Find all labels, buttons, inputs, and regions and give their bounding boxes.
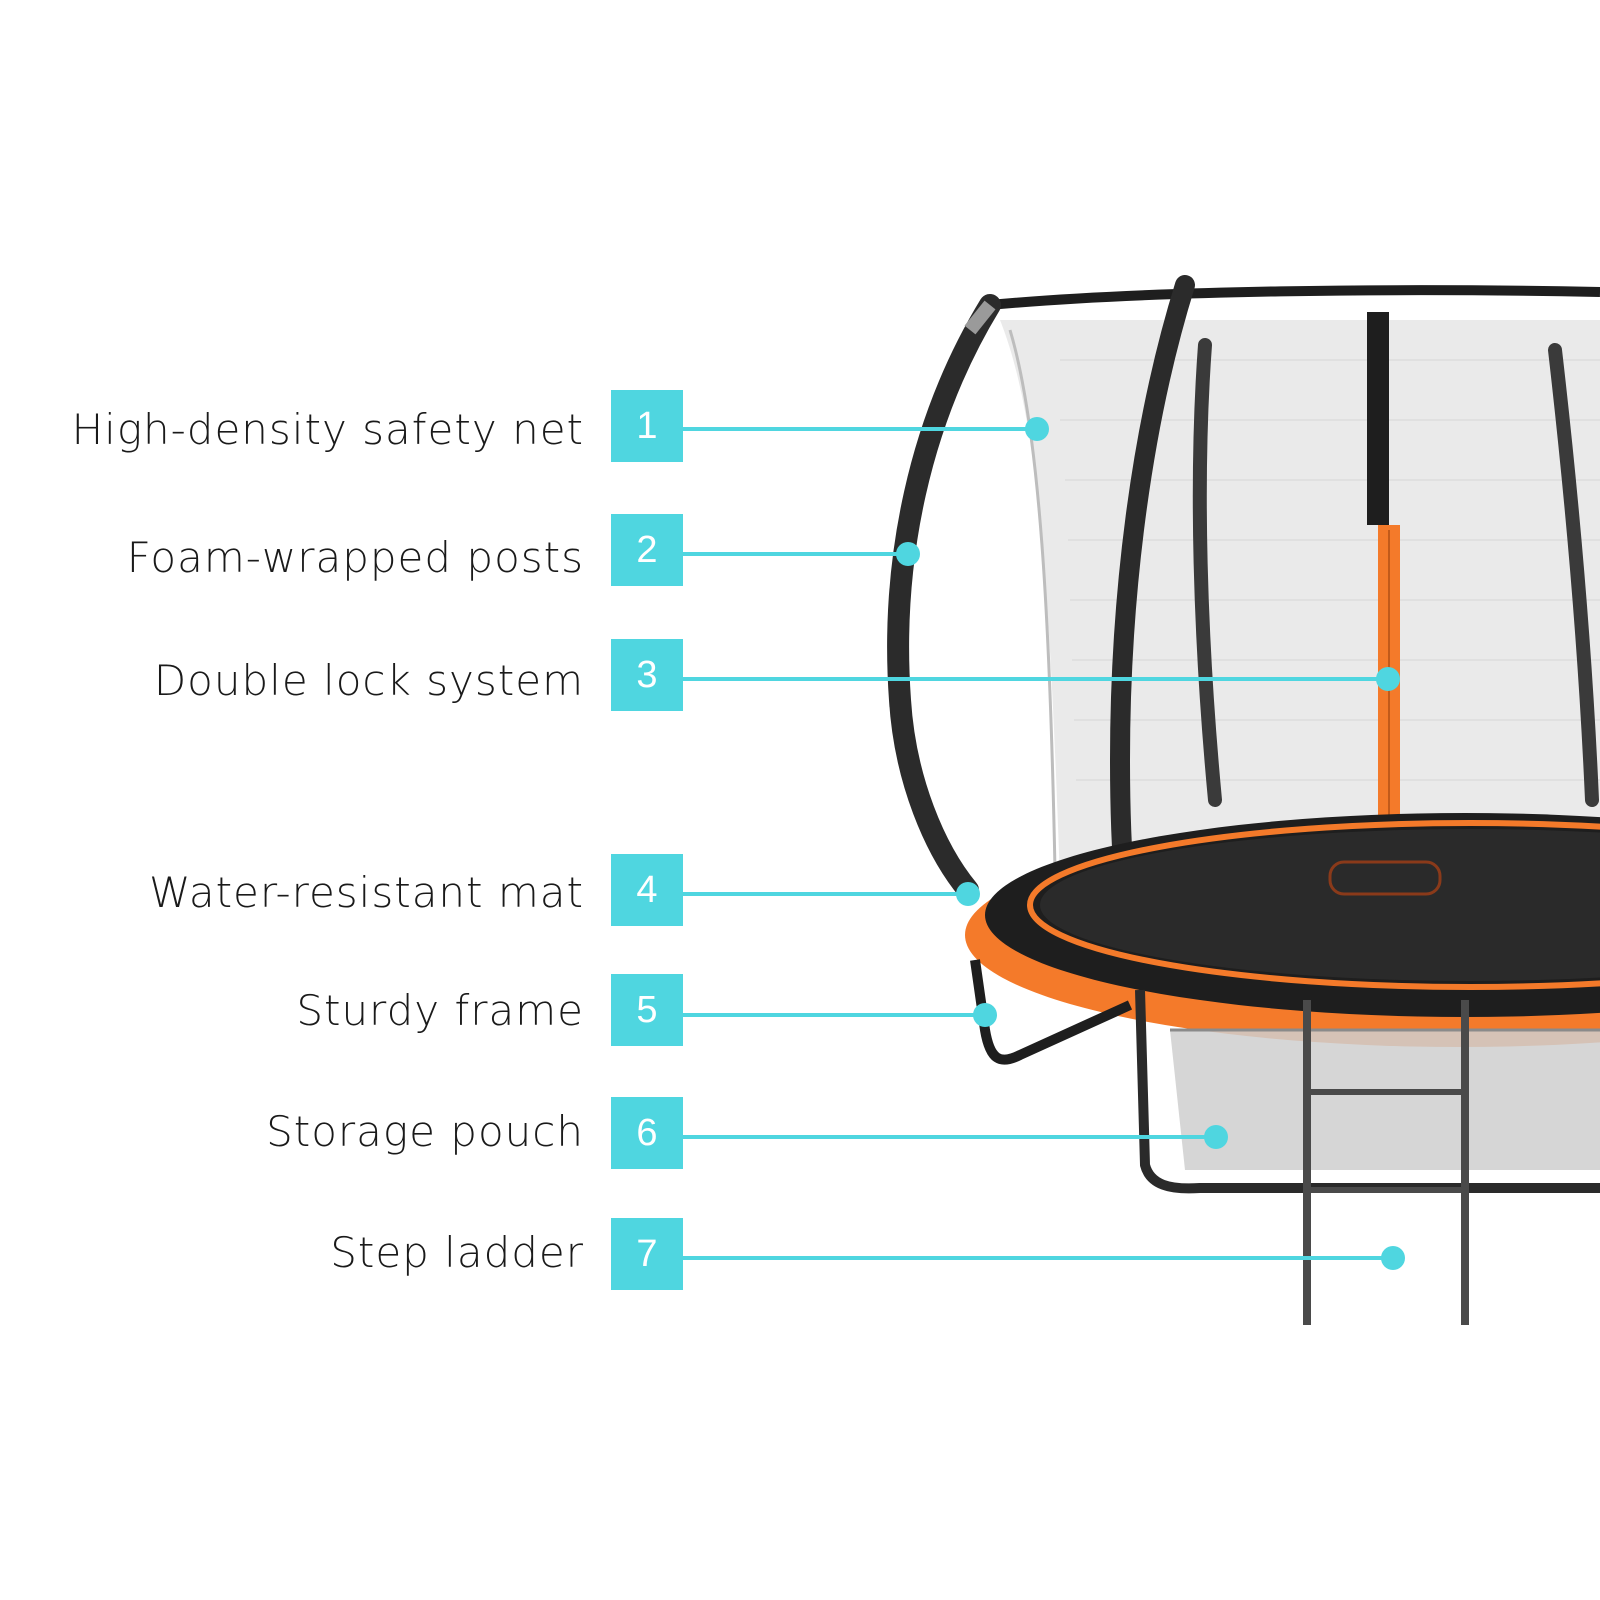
storage-pouch	[1170, 1030, 1600, 1170]
post-back-right	[1548, 343, 1599, 807]
callout-dot-4	[956, 882, 980, 906]
callout-dot-6	[1204, 1125, 1228, 1149]
callout-dot-1	[1025, 417, 1049, 441]
callout-leader-1	[683, 427, 1036, 431]
callout-number-7: 7	[611, 1218, 683, 1290]
jumping-mat	[1040, 829, 1600, 981]
callout-leader-4	[683, 892, 968, 896]
callout-leader-6	[683, 1135, 1216, 1139]
callout-dot-2	[896, 542, 920, 566]
mat-logo	[1328, 860, 1442, 896]
callout-label-7: Step ladder	[330, 1228, 584, 1277]
callout-number-6: 6	[611, 1097, 683, 1169]
callout-leader-2	[683, 552, 908, 556]
callout-number-4: 4	[611, 854, 683, 926]
callout-number-3: 3	[611, 639, 683, 711]
safety-net-shade	[1008, 329, 1057, 871]
callout-dot-7	[1381, 1246, 1405, 1270]
net-mesh	[1060, 359, 1600, 781]
callout-number-1: 1	[611, 390, 683, 462]
callout-leader-3	[683, 677, 1388, 681]
frame-leg-left	[970, 959, 1133, 1065]
callout-leader-7	[683, 1256, 1393, 1260]
frame-leg-front	[1135, 989, 1600, 1194]
callout-label-2: Foam-wrapped posts	[126, 533, 584, 582]
callout-label-6: Storage pouch	[266, 1107, 584, 1156]
callout-dot-3	[1376, 667, 1400, 691]
callout-number-2: 2	[611, 514, 683, 586]
callout-leader-5	[683, 1013, 985, 1017]
post-back-left	[1192, 338, 1222, 807]
callout-label-4: Water-resistant mat	[148, 868, 584, 917]
callout-number-5: 5	[611, 974, 683, 1046]
post-left-cap	[964, 300, 996, 335]
callout-label-1: High-density safety net	[71, 405, 584, 454]
top-ring	[989, 285, 1600, 310]
foam-post-left	[887, 294, 1001, 901]
callout-label-5: Sturdy frame	[296, 986, 584, 1035]
callout-dot-5	[973, 1003, 997, 1027]
callout-label-3: Double lock system	[153, 656, 584, 705]
mat-orange-ring	[1027, 820, 1600, 990]
